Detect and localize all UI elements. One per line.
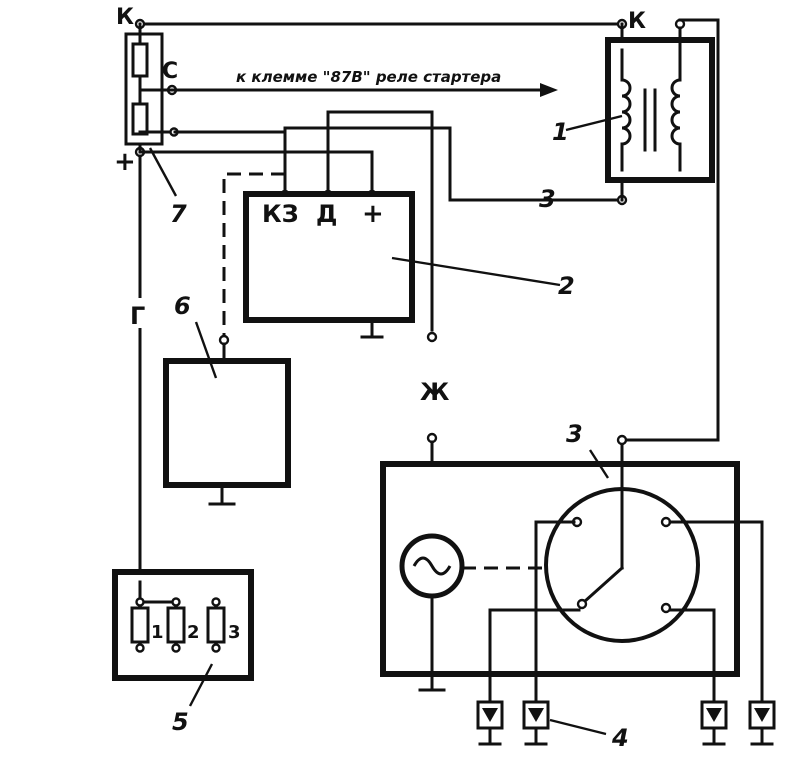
terminal-k-left-label: К bbox=[116, 5, 134, 30]
fuse-2 bbox=[166, 606, 186, 644]
callout-3-upper: 3 bbox=[539, 185, 556, 213]
block2-terminal-d: Д bbox=[316, 200, 337, 228]
fuse3-top-node bbox=[211, 597, 221, 607]
leader-7 bbox=[148, 147, 178, 197]
spark-plug-4 bbox=[748, 700, 776, 746]
callout-1: 1 bbox=[552, 118, 569, 146]
wire-g-label: Г bbox=[130, 302, 145, 330]
rotor-hv-node bbox=[616, 434, 628, 446]
leader-3-lower bbox=[588, 449, 610, 479]
block-2-relay bbox=[243, 191, 415, 323]
resistor-lower bbox=[131, 102, 149, 136]
callout-4: 4 bbox=[611, 724, 629, 752]
wire-zh-label: Ж bbox=[420, 378, 450, 406]
callout-5: 5 bbox=[172, 708, 189, 736]
spark-plug-2 bbox=[522, 700, 550, 746]
block-6 bbox=[163, 358, 291, 488]
fuse1-bottom-node bbox=[135, 643, 145, 653]
fuse-2-label: 2 bbox=[187, 622, 200, 643]
block2-terminal-k3: КЗ bbox=[262, 200, 299, 228]
contact-bl-node bbox=[576, 598, 588, 610]
block2-terminal-plus: + bbox=[362, 199, 384, 229]
fuse3-bottom-node bbox=[211, 643, 221, 653]
fuse-1-label: 1 bbox=[151, 622, 164, 643]
resistor-upper bbox=[131, 42, 149, 78]
contact-br-node bbox=[660, 602, 672, 614]
fuse2-top-node bbox=[171, 597, 181, 607]
fuse-3 bbox=[206, 606, 226, 644]
fuse2-bottom-node bbox=[171, 643, 181, 653]
fuse1-top-node bbox=[135, 597, 145, 607]
coil-secondary-icon bbox=[670, 48, 682, 172]
leader-1 bbox=[565, 114, 623, 132]
leader-2 bbox=[391, 256, 561, 287]
spark-plug-3 bbox=[700, 700, 728, 746]
terminal-c-label: С bbox=[162, 59, 178, 84]
callout-3-lower: 3 bbox=[566, 420, 583, 448]
callout-7: 7 bbox=[170, 200, 187, 228]
block-1-coil bbox=[605, 37, 715, 183]
wire-g-gap bbox=[128, 298, 152, 328]
terminal-k-right-label: К bbox=[628, 9, 646, 34]
callout-2: 2 bbox=[558, 272, 575, 300]
leader-5 bbox=[188, 663, 214, 707]
rotor-arm bbox=[581, 565, 625, 605]
arrow-note-text: к клемме "87В" реле стартера bbox=[236, 68, 501, 86]
leader-4 bbox=[549, 718, 607, 736]
fuse-3-label: 3 bbox=[228, 622, 241, 643]
arrow-head-icon bbox=[540, 83, 558, 97]
zh-node-upper bbox=[426, 331, 438, 343]
fuse-1 bbox=[130, 606, 150, 644]
sine-wave-icon bbox=[412, 556, 452, 576]
leader-6 bbox=[194, 321, 218, 379]
coil-primary-icon bbox=[620, 48, 632, 172]
terminal-plus-label: + bbox=[114, 147, 136, 177]
spark-plug-1 bbox=[476, 700, 504, 746]
callout-6: 6 bbox=[174, 292, 191, 320]
